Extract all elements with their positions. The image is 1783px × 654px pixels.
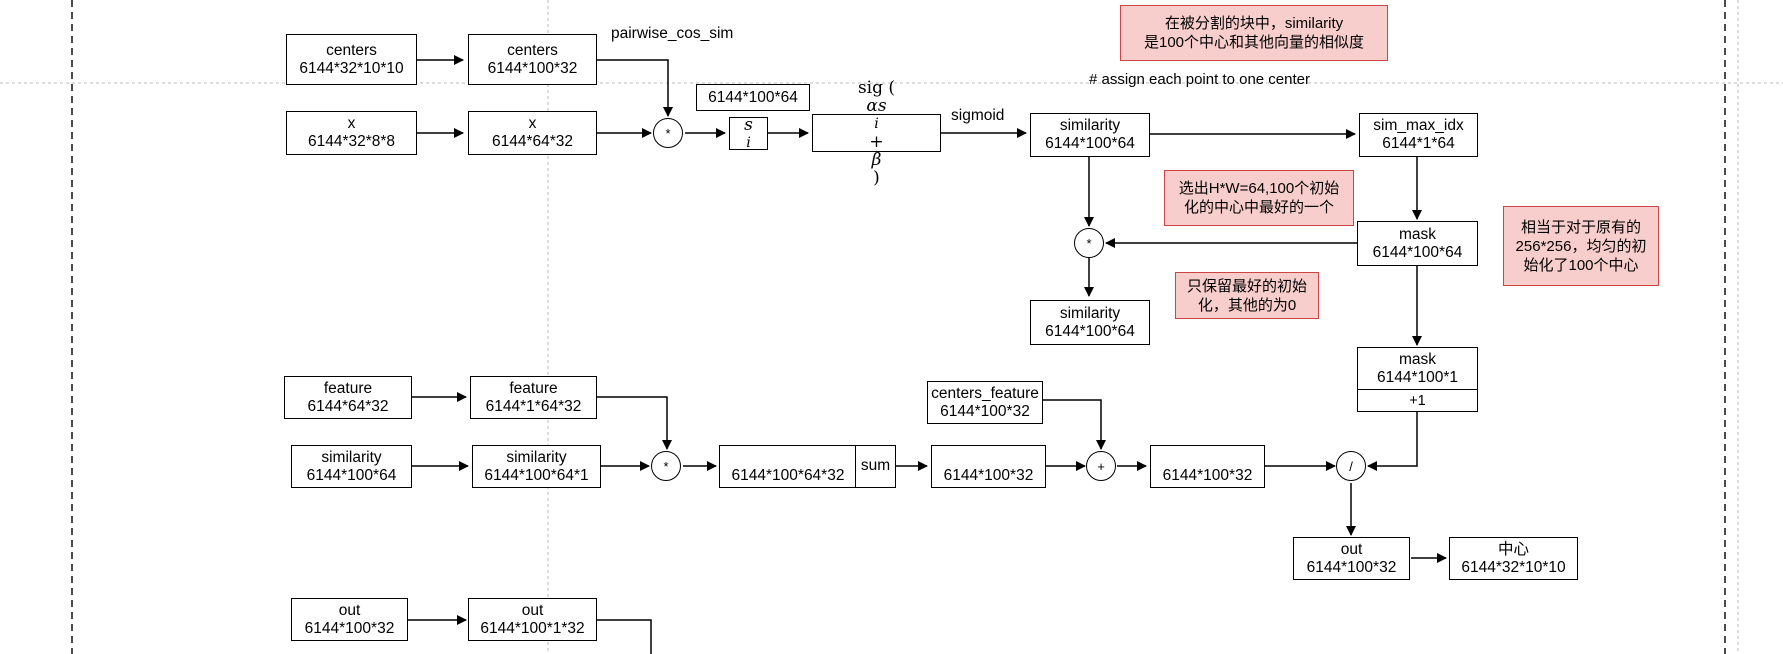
multiply-op-feature: * xyxy=(651,451,681,481)
node-title: out xyxy=(338,601,361,619)
edge-feature-to-mul3 xyxy=(597,396,672,450)
note-line: 选出H*W=64,100个初始 xyxy=(1178,180,1340,197)
similarity-reshaped-box: similarity 6144*100*64*1 xyxy=(472,445,601,488)
node-title: sim_max_idx xyxy=(1373,117,1464,134)
multiply-op-mask: * xyxy=(1074,228,1104,258)
similarity-note: 在被分割的块中，similarity 是100个中心和其他向量的相似度 xyxy=(1120,5,1388,61)
similarity-input-box: similarity 6144*100*64 xyxy=(291,445,412,488)
add-op: + xyxy=(1086,451,1116,481)
node-shape: 6144*100*64 xyxy=(1045,322,1135,340)
note-line: 始化了100个中心 xyxy=(1523,256,1639,274)
node-shape: 6144*100*64 xyxy=(1045,135,1135,152)
sim-max-idx-box: sim_max_idx 6144*1*64 xyxy=(1359,113,1478,157)
node-shape: 6144*32*10*10 xyxy=(299,59,404,77)
centers-reshaped-box: centers 6144*100*32 xyxy=(468,34,597,85)
summed-box: 6144*100*32 xyxy=(931,445,1046,488)
added-box: 6144*100*32 xyxy=(1150,445,1265,488)
similarity-box: similarity 6144*100*64 xyxy=(1030,113,1150,157)
node-shape: 6144*100*1*32 xyxy=(480,619,585,637)
note-line: 只保留最好的初始 xyxy=(1186,277,1307,295)
multiply-op-cos-sim: * xyxy=(653,118,683,148)
node-title: similarity xyxy=(1059,304,1121,322)
out-reshaped-box: out 6144*100*1*32 xyxy=(468,598,597,641)
out-box: out 6144*100*32 xyxy=(1293,537,1410,580)
note-line: 化，其他的为0 xyxy=(1197,296,1297,314)
node-title: out xyxy=(1340,540,1363,558)
node-shape: 6144*100*32 xyxy=(1306,558,1397,576)
edge-centers-feature-to-add xyxy=(1043,399,1106,450)
node-shape: 6144*100*64 xyxy=(1372,243,1463,261)
node-shape: 6144*100*1 xyxy=(1376,369,1459,386)
node-shape: 6144*1*64*32 xyxy=(485,397,582,415)
keep-best-note: 只保留最好的初始 化，其他的为0 xyxy=(1175,272,1319,319)
node-shape: 6144*100*64*1 xyxy=(484,466,589,484)
edge-out-continues xyxy=(597,619,652,654)
edge-centers-to-mul xyxy=(597,59,673,117)
edge-mask-sum-to-div xyxy=(1367,412,1418,471)
node-title: similarity xyxy=(1059,117,1121,134)
pairwise-cos-sim-label: pairwise_cos_sim xyxy=(611,25,734,42)
node-title: similarity xyxy=(506,448,567,466)
node-shape: 6144*100*64 xyxy=(306,466,397,484)
sigmoid-label: sigmoid xyxy=(951,107,1005,124)
node-title: out xyxy=(521,601,544,619)
node-title: mask xyxy=(1398,225,1437,243)
node-shape: 6144*32*10*10 xyxy=(1461,558,1566,576)
node-shape: 6144*100*32 xyxy=(304,619,395,637)
centers-input-box: centers 6144*32*10*10 xyxy=(286,34,417,85)
note-line: 化的中心中最好的一个 xyxy=(1183,199,1334,216)
sum-box: sum xyxy=(855,445,896,488)
product-box: 6144*100*64*32 xyxy=(719,445,857,488)
divide-op: / xyxy=(1336,451,1366,481)
centers-feature-box: centers_feature 6144*100*32 xyxy=(927,381,1043,424)
node-shape: 6144*64*32 xyxy=(491,133,574,150)
mask-sum-box: mask 6144*100*1 xyxy=(1357,347,1478,391)
node-title: feature xyxy=(509,379,558,397)
node-title: similarity xyxy=(321,448,382,466)
hundred-centers-note: 相当于对于原有的 256*256，均匀的初 始化了100个中心 xyxy=(1503,206,1659,286)
node-title: x xyxy=(347,115,356,132)
connectors xyxy=(408,55,1447,654)
node-shape: 6144*1*64 xyxy=(1382,135,1455,152)
feature-input-box: feature 6144*64*32 xyxy=(284,376,412,419)
x-reshaped-box: x 6144*64*32 xyxy=(468,111,597,155)
node-title: x xyxy=(528,115,537,132)
node-shape: 6144*32*8*8 xyxy=(307,133,396,150)
node-shape: 6144*64*32 xyxy=(307,397,389,415)
node-shape: 6144*100*32 xyxy=(487,59,578,77)
note-line: 在被分割的块中，similarity xyxy=(1164,15,1344,32)
feature-reshaped-box: feature 6144*1*64*32 xyxy=(470,376,597,419)
plus-one-box: +1 xyxy=(1357,389,1478,412)
node-shape: 6144*100*32 xyxy=(940,402,1030,420)
node-title: mask xyxy=(1398,351,1437,368)
si-shape-box: 6144*100*64 xyxy=(696,84,810,111)
best-center-note: 选出H*W=64,100个初始 化的中心中最好的一个 xyxy=(1164,170,1354,226)
center-result-box: 中心 6144*32*10*10 xyxy=(1449,537,1578,580)
note-line: 是100个中心和其他向量的相似度 xyxy=(1143,34,1365,51)
assign-comment: # assign each point to one center xyxy=(1089,71,1310,88)
node-title: feature xyxy=(323,379,373,397)
node-title: centers xyxy=(326,41,377,59)
note-line: 相当于对于原有的 xyxy=(1520,218,1641,236)
node-title: 中心 xyxy=(1497,540,1529,558)
similarity-masked-box: similarity 6144*100*64 xyxy=(1030,300,1150,345)
x-input-box: x 6144*32*8*8 xyxy=(286,111,417,155)
page-borders xyxy=(71,0,1726,654)
node-title: centers_feature xyxy=(931,384,1039,402)
note-line: 256*256，均匀的初 xyxy=(1515,237,1647,255)
out-input-box: out 6144*100*32 xyxy=(291,598,408,641)
mask-box: mask 6144*100*64 xyxy=(1357,221,1478,266)
node-title: centers xyxy=(507,41,558,59)
